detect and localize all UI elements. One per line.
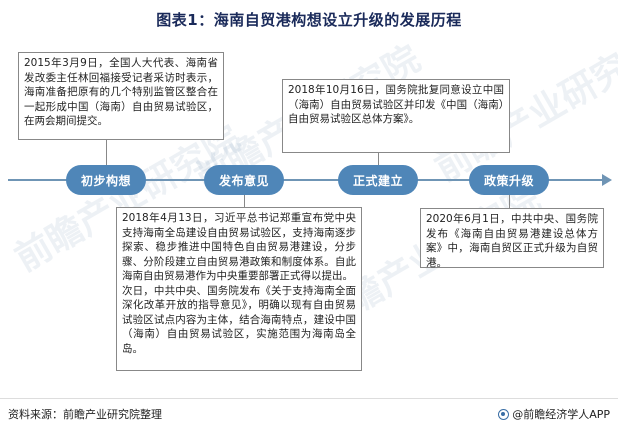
event-box-formal-establishment: 2018年10月16日，国务院批复同意设立中国（海南）自由贸易试验区并印发《中国…	[282, 79, 510, 153]
event-text: 2015年3月9日，全国人大代表、海南省发改委主任林回福接受记者采访时表示，海南…	[24, 57, 218, 127]
stage-policy-upgrade: 政策升级	[469, 165, 549, 195]
event-box-policy-upgrade: 2020年6月1日，中共中央、国务院发布《海南自由贸易港建设总体方案》中，海南自…	[420, 208, 604, 269]
connector-1	[106, 140, 107, 165]
arrow-right-icon	[602, 174, 612, 186]
timeline-line	[8, 179, 604, 181]
connector-4	[509, 195, 510, 208]
stage-formal-establishment: 正式建立	[338, 165, 418, 195]
event-text: 次日，中共中央、国务院发布《关于支持海南全面深化改革开放的指导意见》，明确以现有…	[122, 284, 356, 355]
event-box-initial-concept: 2015年3月9日，全国人大代表、海南省发改委主任林回福接受记者采访时表示，海南…	[18, 52, 224, 140]
footer-divider	[0, 398, 618, 399]
brand-logo-icon	[498, 408, 510, 420]
event-box-issue-opinion: 2018年4月13日，习近平总书记郑重宣布党中央支持海南全岛建设自由贸易试验区，…	[116, 207, 362, 371]
brand-credit: @前瞻经济学人APP	[498, 406, 610, 422]
brand-text: @前瞻经济学人APP	[512, 408, 610, 421]
event-text: 2020年6月1日，中共中央、国务院发布《海南自由贸易港建设总体方案》中，海南自…	[426, 213, 598, 269]
stage-issue-opinion: 发布意见	[204, 165, 284, 195]
chart-title: 图表1：海南自贸港构想设立升级的发展历程	[156, 11, 462, 29]
timeline: 初步构想 发布意见 正式建立 政策升级	[0, 165, 618, 195]
stage-initial-concept: 初步构想	[66, 165, 146, 195]
source-note: 资料来源：前瞻产业研究院整理	[8, 408, 162, 421]
event-text: 2018年4月13日，习近平总书记郑重宣布党中央支持海南全岛建设自由贸易试验区，…	[122, 212, 356, 282]
connector-2	[244, 195, 245, 207]
connector-3	[378, 153, 379, 165]
event-text: 2018年10月16日，国务院批复同意设立中国（海南）自由贸易试验区并印发《中国…	[288, 84, 504, 125]
